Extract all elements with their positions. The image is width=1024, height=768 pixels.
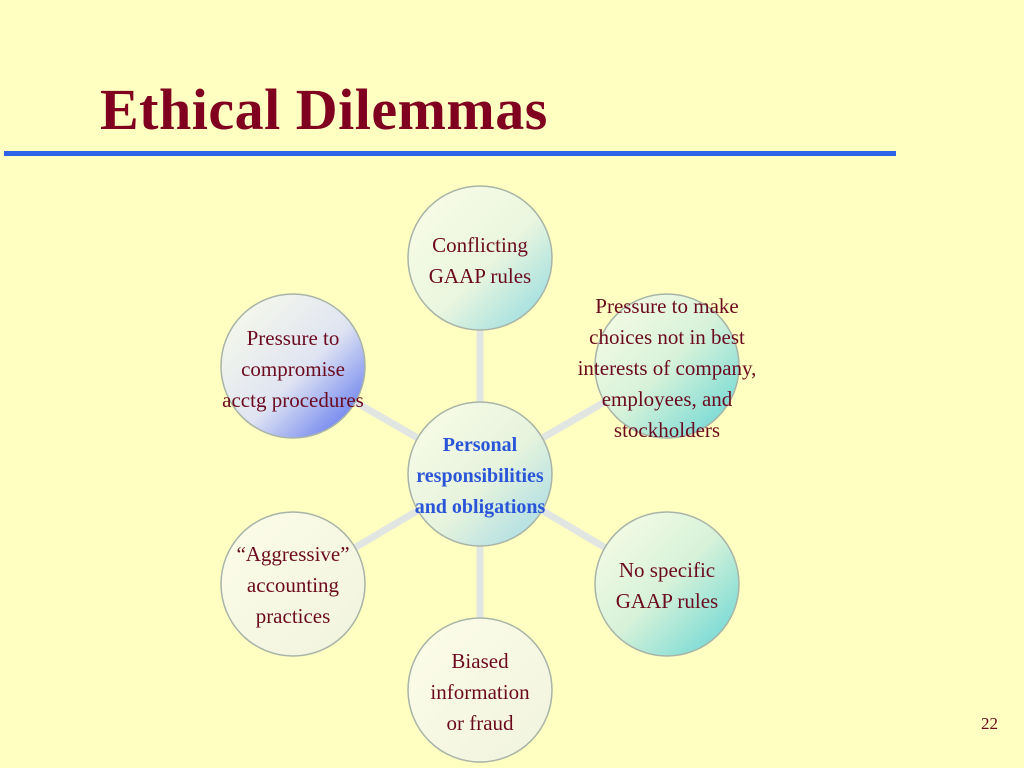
node-top-line-1: Conflicting	[432, 233, 528, 257]
node-lower-left-line-2: accounting	[246, 573, 340, 597]
page-number: 22	[981, 714, 998, 733]
node-circle-lower-right	[594, 511, 740, 657]
node-upper-right-line-4: employees, and	[601, 387, 733, 411]
node-upper-right-line-5: stockholders	[613, 418, 721, 442]
node-upper-right-line-3: interests of company,	[577, 356, 757, 380]
center-label: Personal responsibilities and obligation…	[370, 430, 590, 523]
node-lower-right-line-1: No specific	[618, 558, 716, 582]
node-lower-left-line-3: practices	[255, 604, 331, 628]
node-upper-right-line-1: Pressure to make	[595, 294, 739, 318]
center-circle	[407, 401, 553, 547]
node-circle-upper-left	[220, 293, 366, 439]
node-top-line-2: GAAP rules	[428, 264, 532, 288]
center-line-3: and obligations	[414, 496, 546, 518]
node-label-bottom: Biased information or fraud	[380, 646, 580, 739]
node-upper-left-line-1: Pressure to	[246, 326, 340, 350]
node-circle-bottom	[407, 617, 553, 763]
node-label-lower-right: No specific GAAP rules	[567, 555, 767, 617]
node-label-lower-left: “Aggressive” accounting practices	[193, 539, 393, 632]
node-upper-right-line-2: choices not in best	[589, 325, 745, 349]
node-upper-left-line-2: compromise	[241, 357, 345, 381]
slide-title: Ethical Dilemmas	[100, 77, 548, 142]
node-circle-lower-left	[220, 511, 366, 657]
node-circle-upper-right	[594, 293, 740, 439]
center-line-1: Personal	[442, 434, 518, 456]
node-circle-top	[407, 185, 553, 331]
node-bottom-line-1: Biased	[451, 649, 509, 673]
node-bottom-line-2: information	[430, 680, 530, 704]
node-label-top: Conflicting GAAP rules	[380, 230, 580, 292]
node-lower-right-line-2: GAAP rules	[615, 589, 719, 613]
node-bottom-line-3: or fraud	[446, 711, 514, 735]
node-lower-left-line-1: “Aggressive”	[236, 542, 350, 566]
node-upper-left-line-3: acctg procedures	[222, 388, 364, 412]
center-line-2: responsibilities	[416, 465, 544, 487]
node-label-upper-right: Pressure to make choices not in best int…	[547, 291, 787, 446]
node-label-upper-left: Pressure to compromise acctg procedures	[183, 323, 403, 416]
title-underline	[4, 151, 896, 156]
